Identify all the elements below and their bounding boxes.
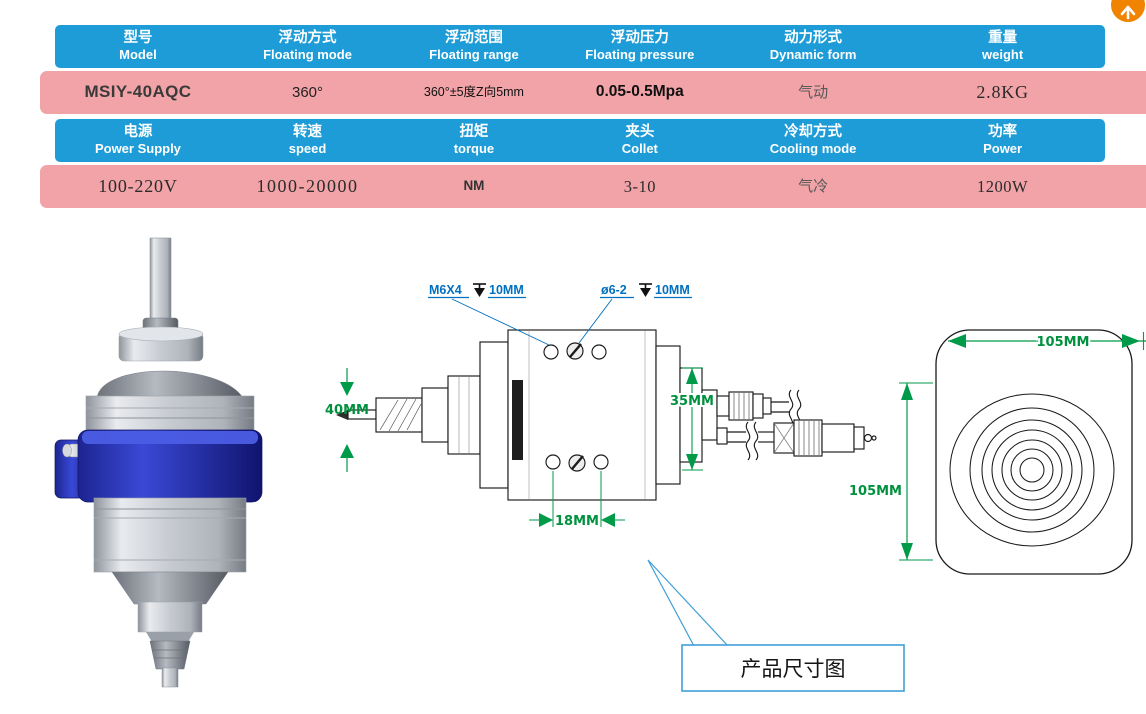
header-en: Floating pressure <box>585 47 695 63</box>
mounting-holes-bottom <box>545 454 609 472</box>
spec-data-row-2: 100-220V 1000-20000 NM 3-10 气冷 1200W <box>40 165 1146 208</box>
blue-clamp <box>54 429 263 503</box>
value-weight: 2.8KG <box>976 81 1029 102</box>
header-en: Model <box>119 47 157 63</box>
value-power: 1200W <box>977 176 1029 196</box>
header-cell-collet: 夹头 Collet <box>554 124 726 157</box>
spec-data-row-1: MSIY-40AQC 360° 360°±5度Z向5mm 0.05-0.5Mpa… <box>40 71 1146 114</box>
header-cell-model: 型号 Model <box>55 30 221 63</box>
side-view-dimensions: 40MM 35MM 18MM <box>325 367 716 531</box>
lower-cable-connector <box>716 419 877 461</box>
value-speed: 1000-20000 <box>256 175 359 196</box>
value-floating-mode: 360° <box>292 83 324 101</box>
header-zh: 重量 <box>988 30 1018 46</box>
dim-width-105mm-label: 105MM <box>1036 335 1089 350</box>
header-cell-dynamic-form: 动力形式 Dynamic form <box>726 30 900 63</box>
product-3d-render <box>54 237 263 688</box>
value-power-supply: 100-220V <box>98 175 178 196</box>
side-view-drawing <box>336 329 877 501</box>
up-arrow-icon <box>1120 5 1136 20</box>
header-en: torque <box>453 141 495 157</box>
header-cell-floating-range: 浮动范围 Floating range <box>394 30 554 63</box>
thread-depth-label: 10MM <box>489 283 524 297</box>
header-cell-power-supply: 电源 Power Supply <box>55 124 221 157</box>
header-zh: 电源 <box>123 124 153 140</box>
header-zh: 型号 <box>123 30 153 46</box>
dim-18mm-label: 18MM <box>555 514 599 529</box>
dim-40mm-label: 40MM <box>325 403 369 418</box>
header-zh: 功率 <box>988 124 1018 140</box>
header-en: Cooling mode <box>769 141 857 157</box>
value-model: MSIY-40AQC <box>84 82 192 102</box>
dim-35mm-label: 35MM <box>670 394 714 409</box>
header-en: Floating range <box>429 47 519 63</box>
header-en: Floating mode <box>263 47 352 63</box>
product-figure: 40MM 35MM 18MM M6X4 <box>54 237 1146 692</box>
header-zh: 冷却方式 <box>784 124 843 140</box>
header-cell-power: 功率 Power <box>900 124 1105 157</box>
header-en: weight <box>982 47 1024 63</box>
header-cell-speed: 转速 speed <box>221 124 394 157</box>
header-zh: 浮动压力 <box>610 30 669 46</box>
header-zh: 动力形式 <box>784 30 843 46</box>
header-zh: 浮动方式 <box>278 30 337 46</box>
value-floating-pressure: 0.05-0.5Mpa <box>595 83 684 101</box>
header-cell-floating-pressure: 浮动压力 Floating pressure <box>554 30 726 63</box>
header-zh: 夹头 <box>625 124 655 140</box>
front-view-drawing: 105MM 105MM <box>849 329 1146 575</box>
front-view-dimensions: 105MM 105MM <box>849 332 1146 561</box>
value-dynamic-form: 气动 <box>798 83 829 101</box>
value-cooling-mode: 气冷 <box>798 177 829 195</box>
side-view-annotations: M6X4 10MM ø6-2 10MM <box>428 283 692 346</box>
header-cell-cooling-mode: 冷却方式 Cooling mode <box>726 124 900 157</box>
header-zh: 扭矩 <box>459 124 489 140</box>
header-zh: 转速 <box>293 124 323 140</box>
spec-header-row-1: 型号 Model 浮动方式 Floating mode 浮动范围 Floatin… <box>55 25 1105 68</box>
header-cell-weight: 重量 weight <box>900 30 1105 63</box>
callout-label: 产品尺寸图 <box>741 658 846 681</box>
upper-cable-connector <box>716 389 802 429</box>
header-en: Power <box>983 141 1023 157</box>
header-cell-floating-mode: 浮动方式 Floating mode <box>221 30 394 63</box>
value-floating-range: 360°±5度Z向5mm <box>423 85 524 99</box>
header-en: speed <box>288 141 327 157</box>
spec-table: 型号 Model 浮动方式 Floating mode 浮动范围 Floatin… <box>0 25 1146 213</box>
back-to-top-button[interactable] <box>1111 0 1145 22</box>
value-collet: 3-10 <box>623 176 656 196</box>
hole-note-label: ø6-2 <box>601 283 627 297</box>
thread-note-label: M6X4 <box>429 283 462 297</box>
header-en: Dynamic form <box>769 47 857 63</box>
mounting-holes-top <box>543 342 607 360</box>
concentric-circles <box>949 393 1115 547</box>
hole-depth-label: 10MM <box>655 283 690 297</box>
header-en: Collet <box>621 141 658 157</box>
header-en: Power Supply <box>94 141 181 157</box>
spec-header-row-2: 电源 Power Supply 转速 speed 扭矩 torque 夹头 Co… <box>55 119 1105 162</box>
callout: 产品尺寸图 <box>647 559 905 692</box>
value-torque: NM <box>463 178 485 194</box>
header-zh: 浮动范围 <box>444 30 503 46</box>
dim-height-105mm-label: 105MM <box>849 484 902 499</box>
header-cell-torque: 扭矩 torque <box>394 124 554 157</box>
